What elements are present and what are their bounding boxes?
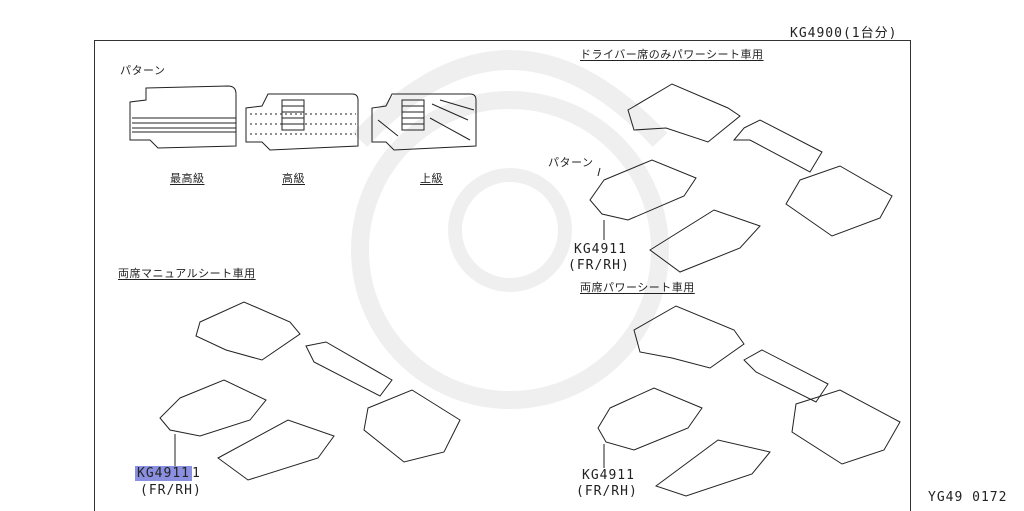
pattern-label-top: 最高級	[170, 172, 205, 185]
part-number-manual-b: 11	[172, 466, 190, 481]
pattern-label-high: 高級	[282, 172, 305, 185]
pattern-mat-upper	[371, 93, 477, 151]
section-manual: 両席マニュアルシート車用	[118, 267, 256, 280]
pattern-mat-high	[245, 93, 359, 151]
pattern-mat-top	[129, 85, 237, 149]
part-number-manual-c: 1	[191, 466, 201, 481]
mats-driver-power	[589, 83, 893, 273]
section-driver-power: ドライバー席のみパワーシート車用	[580, 48, 764, 61]
diagram-frame	[94, 40, 911, 511]
pattern-callout-label: パターン	[548, 156, 594, 169]
part-number-manual-a: KG49	[137, 466, 173, 481]
part-number-both-power[interactable]: KG4911	[582, 468, 635, 483]
mats-manual	[159, 301, 461, 481]
part-group-label: KG4900(1台分)	[790, 26, 898, 41]
pattern-label-upper: 上級	[420, 172, 443, 185]
mats-both-power	[597, 305, 901, 497]
section-both-power: 両席パワーシート車用	[580, 281, 695, 294]
watermark-emblem	[351, 50, 669, 409]
position-driver-power: (FR/RH)	[568, 258, 630, 273]
drawing-code: YG49 0172	[928, 490, 1008, 505]
position-manual: (FR/RH)	[140, 483, 202, 498]
position-both-power: (FR/RH)	[576, 484, 638, 499]
pattern-title: パターン	[120, 64, 166, 77]
part-number-driver-power[interactable]: KG4911	[574, 242, 627, 257]
